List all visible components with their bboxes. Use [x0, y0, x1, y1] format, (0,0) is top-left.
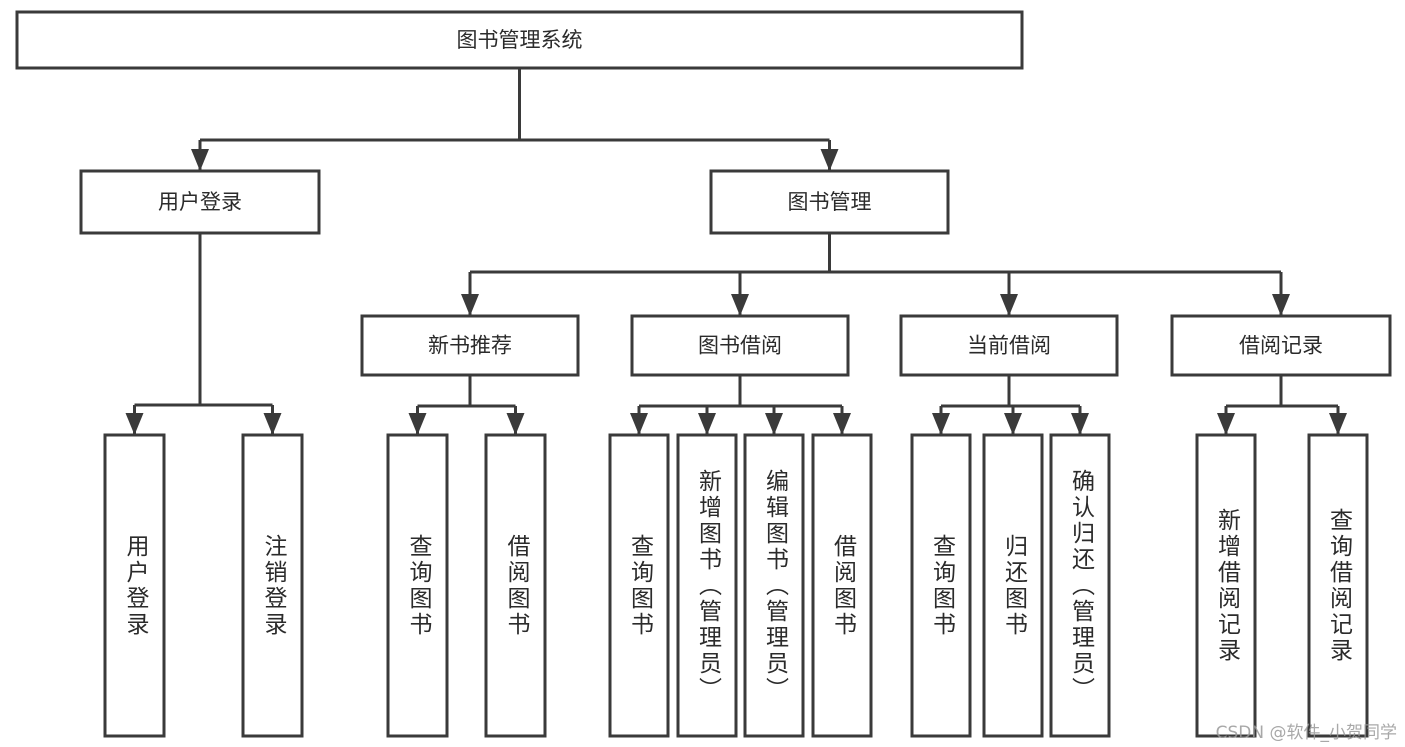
arrow-head-leaf-user-logout [263, 413, 282, 435]
node-box-user-login[interactable] [79, 169, 321, 235]
node-box-leaf-cur-query[interactable] [910, 433, 972, 738]
node-box-new-book-rec[interactable] [360, 314, 580, 377]
node-box-book-borrow[interactable] [630, 314, 850, 377]
node-layer [15, 10, 1392, 738]
node-label-current-borrow: 当前借阅 [967, 334, 1051, 358]
node-box-leaf-rec-add[interactable] [1195, 433, 1257, 738]
node-label-borrow-record: 借阅记录 [1239, 334, 1323, 358]
arrow-head-leaf-rec-query [408, 413, 427, 435]
arrow-head-leaf-cur-return [1004, 413, 1022, 435]
arrow-head-leaf-user-login [125, 413, 144, 435]
node-box-book-manage[interactable] [709, 169, 950, 235]
node-label-new-book-rec: 新书推荐 [428, 334, 512, 358]
arrow-head-leaf-cur-confirm [1071, 413, 1089, 435]
node-label-root: 图书管理系统 [457, 28, 583, 52]
node-box-borrow-record[interactable] [1170, 314, 1392, 377]
arrow-head-leaf-borrow-do [833, 413, 851, 435]
node-box-leaf-cur-confirm[interactable] [1049, 433, 1111, 738]
arrow-head-borrow-record [1272, 294, 1290, 316]
arrow-head-leaf-borrow-edit [765, 413, 783, 435]
node-box-leaf-rec-search[interactable] [1307, 433, 1369, 738]
node-box-root[interactable] [15, 10, 1024, 70]
arrow-head-leaf-rec-borrow [506, 413, 525, 435]
arrow-head-leaf-rec-search [1329, 413, 1347, 435]
watermark-text: CSDN @软件_小贺同学 [1215, 723, 1397, 743]
node-box-leaf-rec-borrow[interactable] [484, 433, 547, 738]
node-label-book-borrow: 图书借阅 [698, 334, 782, 358]
arrow-head-book-manage [820, 149, 839, 171]
arrow-head-current-borrow [1000, 294, 1018, 316]
arrow-head-user-login [191, 149, 209, 171]
arrow-head-leaf-borrow-query [630, 413, 648, 435]
edge-layer [125, 68, 1347, 435]
node-box-leaf-borrow-do[interactable] [811, 433, 873, 738]
arrow-head-new-book-rec [461, 294, 479, 316]
node-box-leaf-user-login[interactable] [103, 433, 166, 738]
node-box-leaf-borrow-edit[interactable] [743, 433, 805, 738]
node-label-book-manage: 图书管理 [788, 190, 872, 214]
arrow-head-leaf-borrow-add [698, 413, 716, 435]
arrow-head-leaf-cur-query [932, 413, 950, 435]
arrow-head-book-borrow [731, 294, 749, 316]
node-label-user-login: 用户登录 [158, 190, 242, 214]
node-box-current-borrow[interactable] [899, 314, 1119, 377]
node-box-leaf-user-logout[interactable] [241, 433, 304, 738]
node-box-leaf-rec-query[interactable] [386, 433, 449, 738]
node-box-leaf-cur-return[interactable] [982, 433, 1044, 738]
node-box-leaf-borrow-add[interactable] [676, 433, 738, 738]
arrow-head-leaf-rec-add [1217, 413, 1235, 435]
node-box-leaf-borrow-query[interactable] [608, 433, 670, 738]
